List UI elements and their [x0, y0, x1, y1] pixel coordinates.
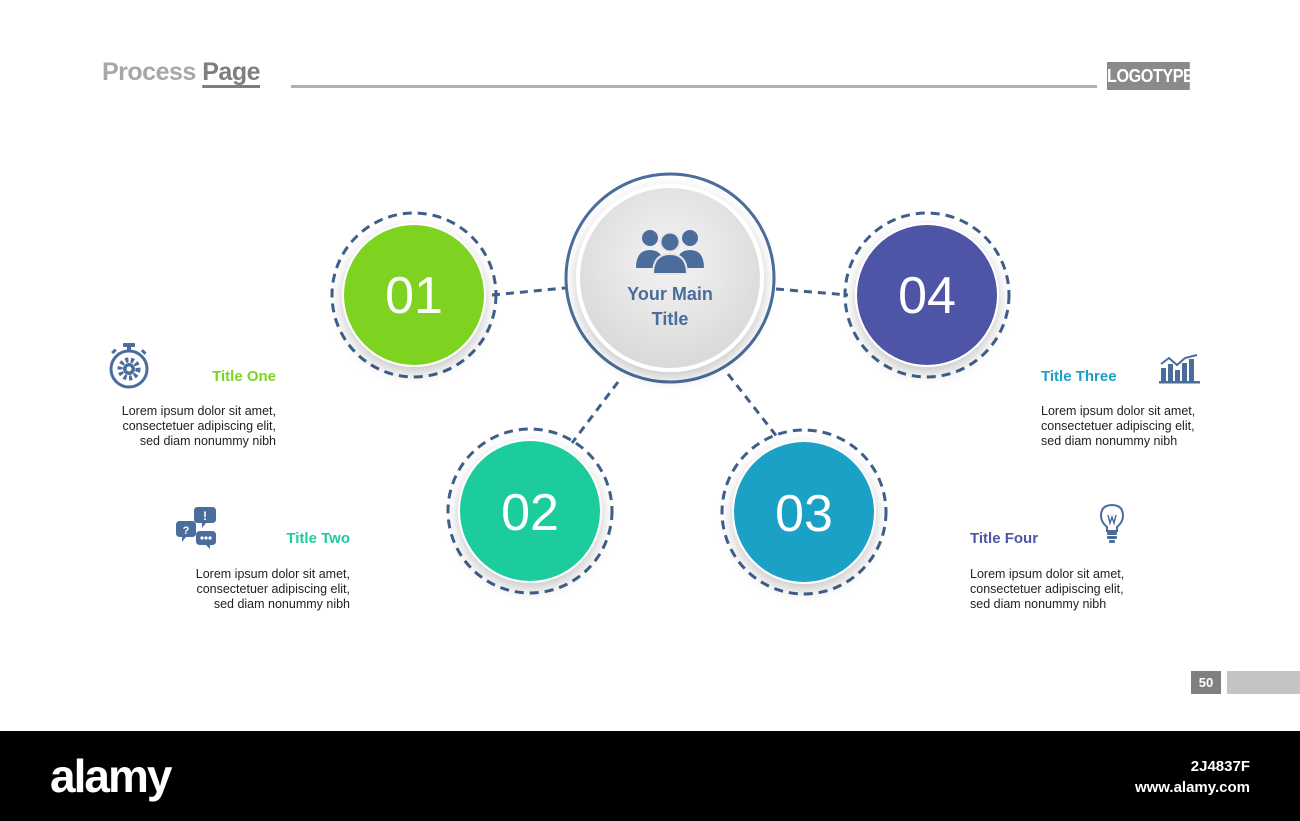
footer-url: www.alamy.com: [1134, 779, 1250, 796]
step-fill-03: [734, 442, 874, 582]
step-fill-04: [857, 225, 997, 365]
step-circle-02: 02: [446, 427, 614, 595]
footer-bar: [0, 731, 1300, 821]
step-circle-03: 03: [720, 428, 888, 596]
people-group-icon: [636, 230, 704, 275]
step-fill-01: [344, 225, 484, 365]
step-title-02: Title Two: [286, 530, 350, 547]
center-title-line1: Your Main: [627, 284, 713, 304]
center-circle: Your Main Title: [564, 172, 776, 384]
step-number-01: 01: [385, 267, 443, 325]
svg-text:!: !: [203, 509, 207, 523]
step-fill-02: [460, 441, 600, 581]
svg-text:?: ?: [183, 525, 190, 537]
connector-03: [726, 373, 780, 439]
step-title-01: Title One: [212, 368, 276, 385]
step-desc-04: Lorem ipsum dolor sit amet, consectetuer…: [970, 567, 1125, 611]
page-title-word-page: Page: [202, 58, 261, 86]
step-number-04: 04: [898, 267, 956, 325]
step-title-03: Title Three: [1041, 368, 1117, 385]
logotype: LOGOTYPE: [1107, 62, 1194, 90]
connector-04: [775, 287, 849, 297]
header-rule: [291, 85, 1097, 88]
speech-bubbles-icon: ! ?: [176, 507, 216, 549]
page-number-bar: [1227, 671, 1300, 694]
connector-02: [570, 381, 620, 444]
step-number-02: 02: [501, 484, 559, 542]
step-desc-03: Lorem ipsum dolor sit amet, consectetuer…: [1041, 404, 1196, 448]
bar-chart-icon: [1159, 354, 1200, 384]
step-circle-04: 04: [843, 211, 1011, 379]
connector-01: [491, 286, 566, 297]
footer-brand-logo: alamy: [50, 750, 172, 802]
light-bulb-icon: [1099, 503, 1125, 543]
step-number-03: 03: [775, 485, 833, 543]
stopwatch-gear-icon: [109, 343, 149, 389]
page-title: Process Page: [102, 58, 261, 87]
footer-image-id: 2J4837F: [1190, 758, 1250, 775]
step-desc-02: Lorem ipsum dolor sit amet, consectetuer…: [195, 567, 350, 611]
page-number: 50: [1191, 671, 1221, 694]
center-title-line2: Title: [652, 309, 689, 329]
process-diagram: 01 04 02 03 Your Main Title: [330, 172, 1011, 596]
step-desc-01: Lorem ipsum dolor sit amet, consectetuer…: [121, 404, 276, 448]
page-title-word-process: Process: [102, 58, 203, 86]
step-title-04: Title Four: [970, 530, 1039, 547]
step-circle-01: 01: [330, 211, 498, 379]
